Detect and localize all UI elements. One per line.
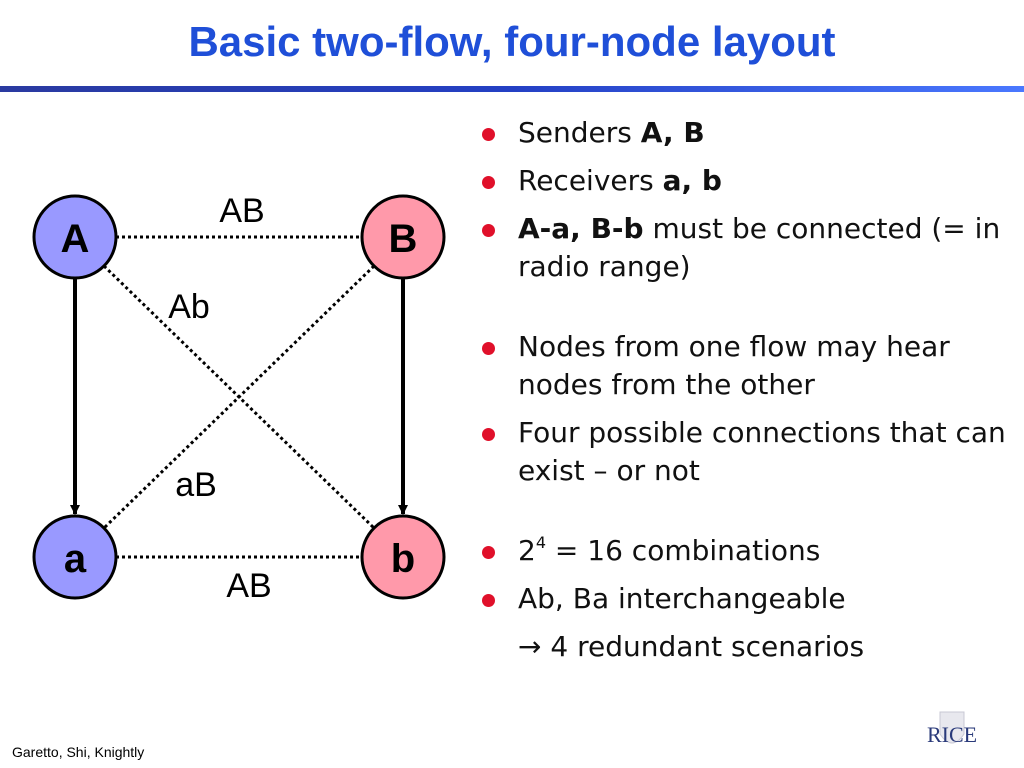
bullet-combinations: 24 = 16 combinations xyxy=(478,532,1024,570)
slide-title: Basic two-flow, four-node layout xyxy=(188,18,836,65)
node-b-label: b xyxy=(391,537,415,581)
bullet-continuation: → 4 redundant scenarios xyxy=(518,630,865,663)
bullet-hear-other: Nodes from one flow may hear nodes from … xyxy=(478,328,1024,404)
bullet-interchangeable: Ab, Ba interchangeable xyxy=(478,580,1024,618)
bullet-dot xyxy=(482,428,495,441)
bullet-dot xyxy=(482,176,495,189)
bullet-dot xyxy=(482,128,495,141)
bullet-dot xyxy=(482,546,495,559)
bullet-dot xyxy=(482,594,495,607)
network-diagram: A B a b AB Ab aB AB xyxy=(32,192,446,605)
rice-logo: RICE xyxy=(927,711,977,747)
node-a: a xyxy=(32,514,118,600)
bullet-senders: Senders A, B xyxy=(478,114,1024,152)
bullet-dot xyxy=(482,224,495,237)
node-B-label: B xyxy=(389,217,418,261)
footer-authors: Garetto, Shi, Knightly xyxy=(12,744,145,760)
svg-text:RICE: RICE xyxy=(927,722,977,747)
title-underline xyxy=(0,86,1024,92)
shield-icon xyxy=(939,711,965,744)
node-b: b xyxy=(360,514,446,600)
bullet-list: Senders A, B Receivers a, b A-a, B-b mus… xyxy=(478,114,1024,666)
node-B: B xyxy=(360,194,446,280)
edge-B-a xyxy=(102,264,376,530)
edge-label-top: AB xyxy=(219,192,264,230)
bullet-dot xyxy=(482,342,495,355)
node-A-label: A xyxy=(61,217,90,261)
edge-label-bottom: AB xyxy=(226,567,271,605)
edge-label-Ab: Ab xyxy=(168,288,210,326)
bullet-receivers: Receivers a, b xyxy=(478,162,1024,200)
edge-label-aB: aB xyxy=(175,466,217,504)
node-A: A xyxy=(32,194,118,280)
bullet-four-connections: Four possible connections that can exist… xyxy=(478,414,1024,490)
node-a-label: a xyxy=(64,537,87,581)
bullet-connected: A-a, B-b must be connected (= in radio r… xyxy=(478,210,1024,286)
